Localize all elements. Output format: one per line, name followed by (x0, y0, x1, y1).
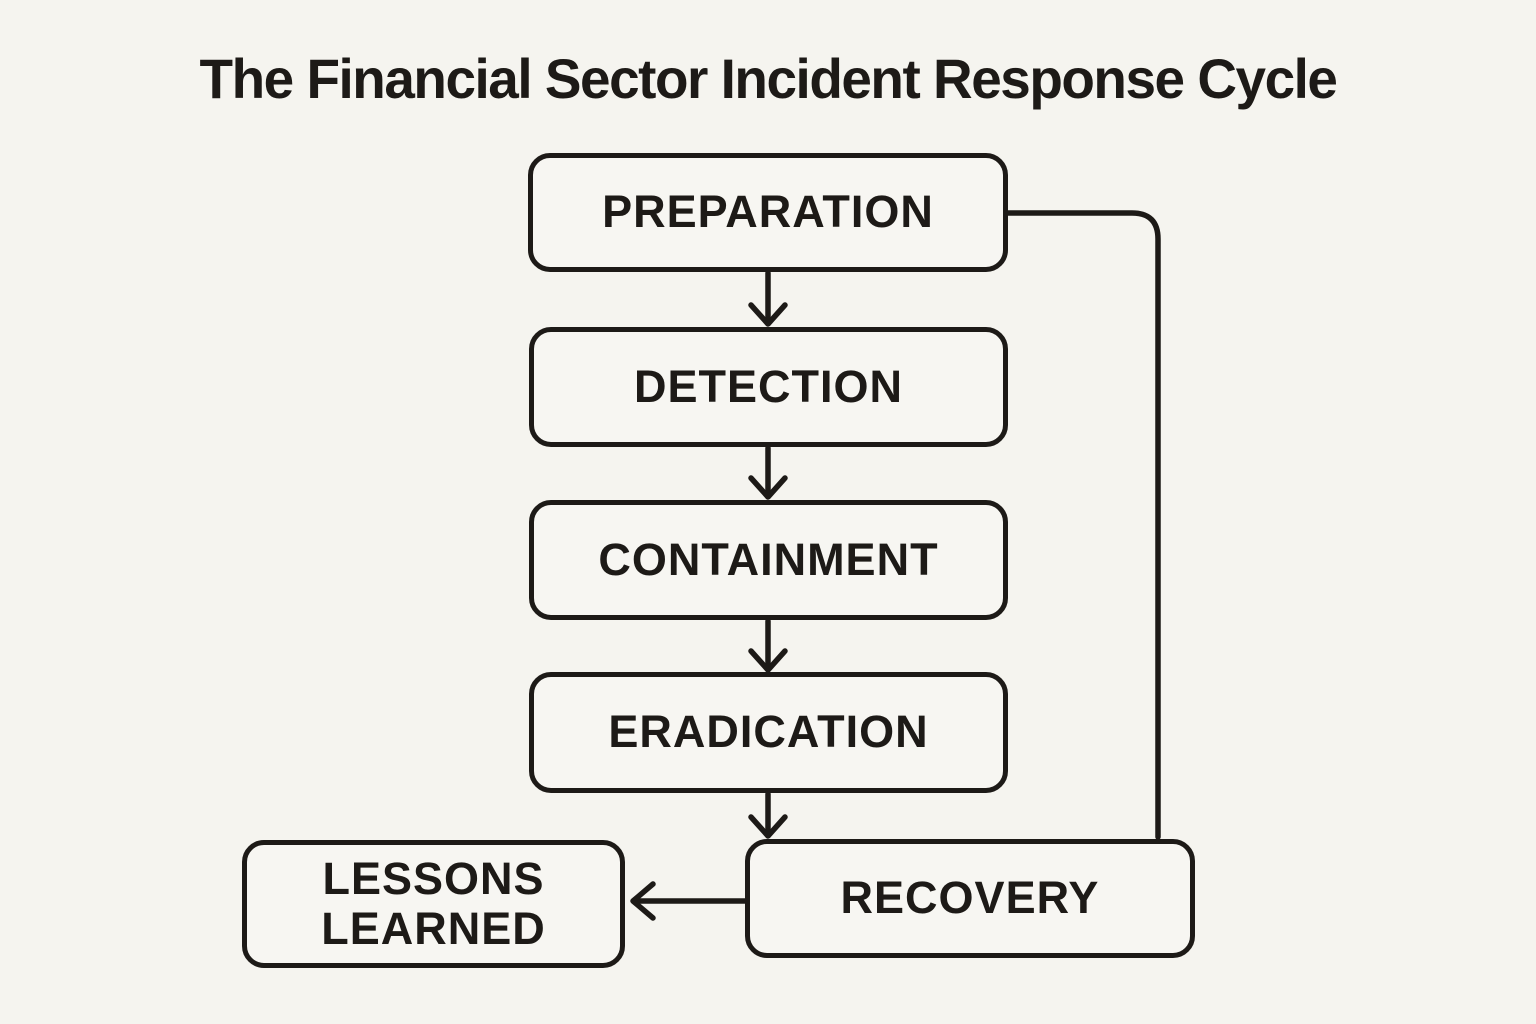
node-detection: DETECTION (529, 327, 1008, 447)
arrow-down-icon (748, 814, 788, 839)
node-containment-label: CONTAINMENT (598, 533, 939, 585)
diagram-title: The Financial Sector Incident Response C… (199, 47, 1338, 110)
arrow-left-icon (630, 881, 656, 921)
node-preparation-label: PREPARATION (602, 186, 934, 238)
node-preparation: PREPARATION (528, 153, 1008, 272)
node-recovery: RECOVERY (745, 839, 1195, 958)
node-eradication: ERADICATION (529, 672, 1008, 793)
arrow-down-icon (748, 475, 788, 500)
connector-preparation-recovery (1005, 210, 1161, 840)
node-lessons-learned-label: LESSONS LEARNED (321, 852, 546, 954)
arrow-down-icon (748, 302, 788, 327)
node-containment: CONTAINMENT (529, 500, 1008, 620)
node-lessons-learned: LESSONS LEARNED (242, 840, 625, 968)
node-recovery-label: RECOVERY (840, 872, 1100, 924)
arrow-down-icon (748, 648, 788, 673)
node-eradication-label: ERADICATION (608, 706, 929, 758)
node-detection-label: DETECTION (633, 360, 903, 412)
